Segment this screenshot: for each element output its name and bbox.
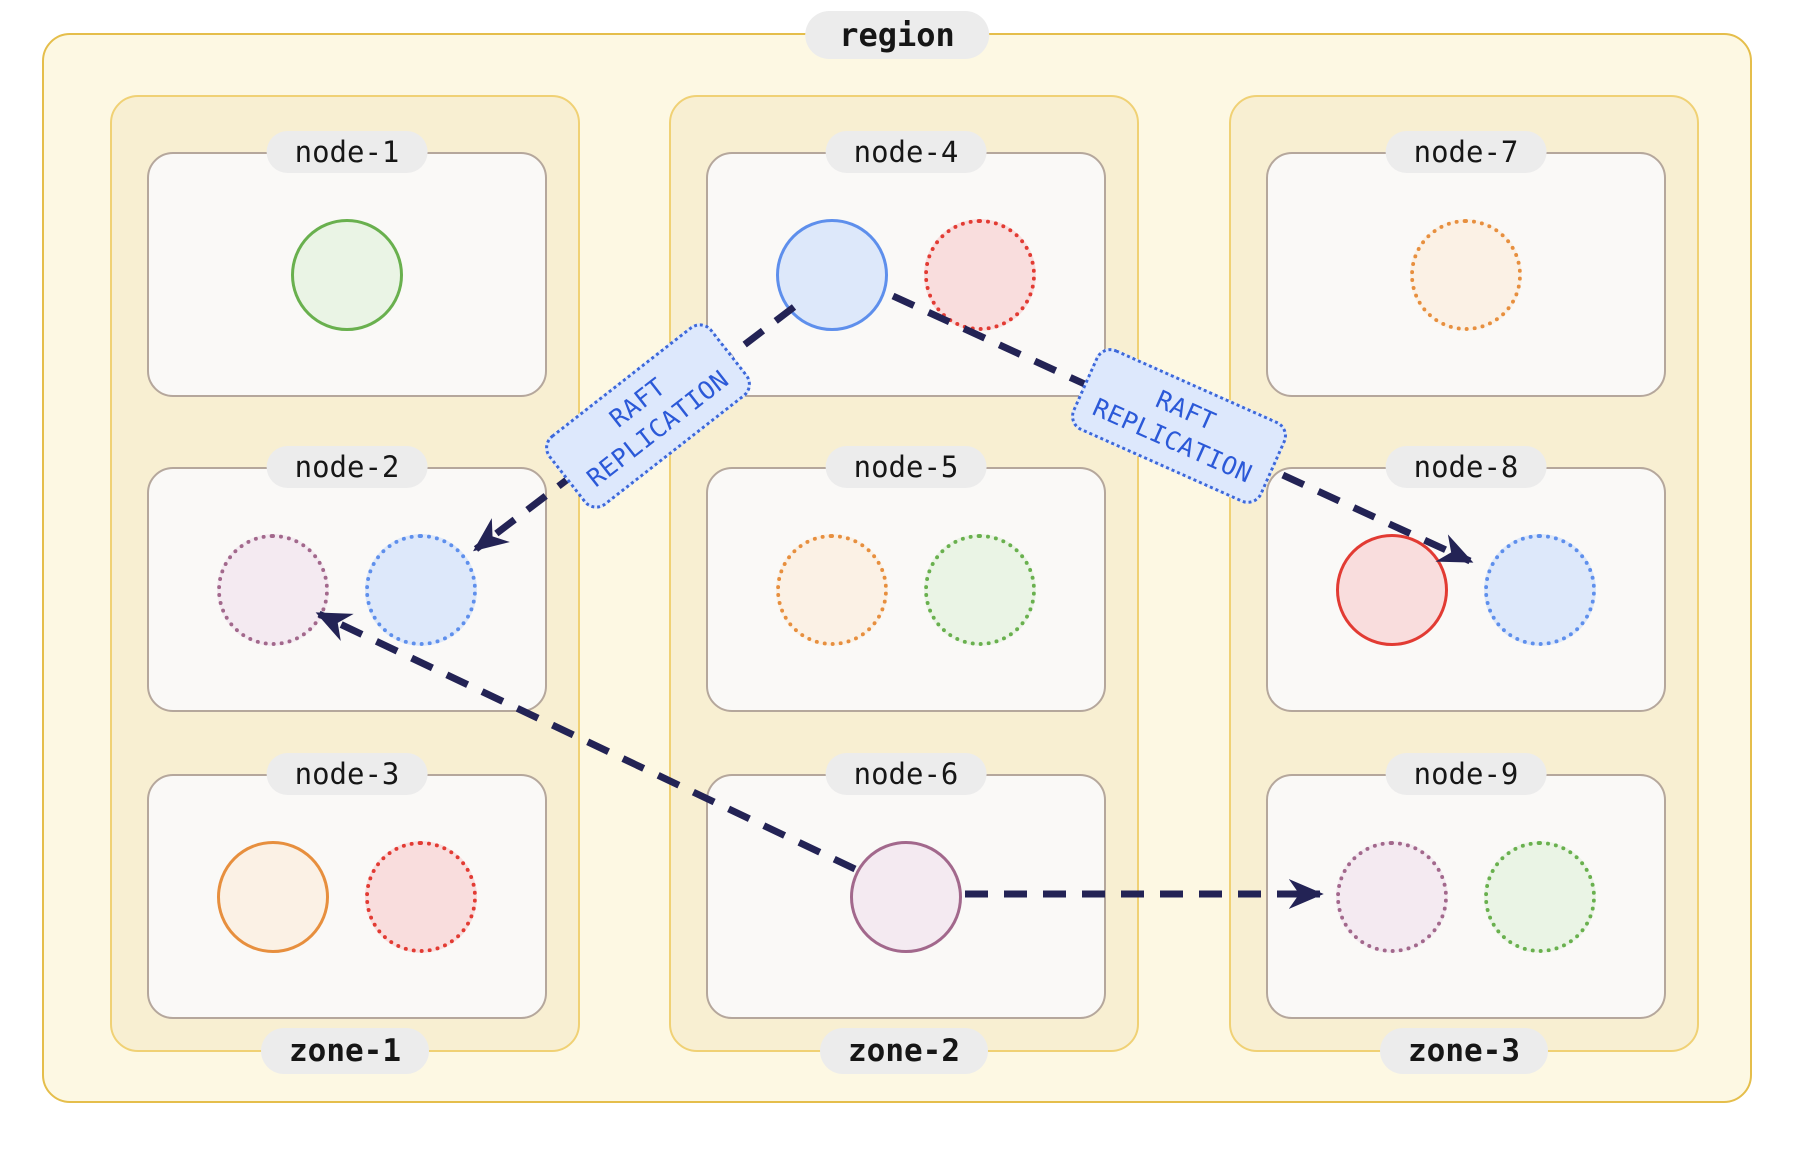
node-box-node-2: node-2 <box>147 446 547 712</box>
green-dotted-replica-circle <box>924 533 1036 646</box>
node-box-node-1: node-1 <box>147 131 547 397</box>
zone-label: zone-2 <box>820 1028 988 1074</box>
replica-row <box>708 776 1104 1017</box>
replica-row <box>1268 154 1664 395</box>
green-solid-replica-circle <box>291 218 403 331</box>
red-dotted-replica-circle <box>924 218 1036 331</box>
node-label: node-1 <box>266 131 428 173</box>
replica-row <box>149 776 545 1017</box>
blue-dotted-replica-circle <box>365 533 477 646</box>
zone-label: zone-1 <box>261 1028 429 1074</box>
zone-label: zone-3 <box>1380 1028 1548 1074</box>
node-label: node-5 <box>825 446 987 488</box>
green-dotted-replica-circle <box>1484 840 1596 953</box>
replica-row <box>1268 469 1664 710</box>
red-solid-replica-circle <box>1336 533 1448 646</box>
orange-dotted-replica-circle <box>776 533 888 646</box>
node-label: node-7 <box>1385 131 1547 173</box>
node-box-node-3: node-3 <box>147 753 547 1019</box>
node-label: node-6 <box>825 753 987 795</box>
purple-solid-replica-circle <box>850 840 962 953</box>
node-label: node-9 <box>1385 753 1547 795</box>
node-label: node-4 <box>825 131 987 173</box>
replica-row <box>149 469 545 710</box>
blue-dotted-replica-circle <box>1484 533 1596 646</box>
zone-box-zone-1: node-1 node-2 node-3 zone-1 <box>110 95 580 1074</box>
node-label: node-3 <box>266 753 428 795</box>
node-box-node-7: node-7 <box>1266 131 1666 397</box>
node-box-node-6: node-6 <box>706 753 1106 1019</box>
replica-row <box>149 154 545 395</box>
node-label: node-8 <box>1385 446 1547 488</box>
blue-solid-replica-circle <box>776 218 888 331</box>
purple-dotted-replica-circle <box>217 533 329 646</box>
region-label: region <box>805 11 989 59</box>
node-box-node-9: node-9 <box>1266 753 1666 1019</box>
node-box-node-8: node-8 <box>1266 446 1666 712</box>
red-dotted-replica-circle <box>365 840 477 953</box>
region-box: region node-1 node-2 node-3 zone-1 node-… <box>42 11 1752 1103</box>
orange-solid-replica-circle <box>217 840 329 953</box>
orange-dotted-replica-circle <box>1410 218 1522 331</box>
purple-dotted-replica-circle <box>1336 840 1448 953</box>
zone-box-zone-2: node-4 node-5 node-6 zone-2 <box>669 95 1139 1074</box>
node-label: node-2 <box>266 446 428 488</box>
replica-row <box>708 154 1104 395</box>
replica-row <box>1268 776 1664 1017</box>
node-box-node-5: node-5 <box>706 446 1106 712</box>
zone-box-zone-3: node-7 node-8 node-9 zone-3 <box>1229 95 1699 1074</box>
node-box-node-4: node-4 <box>706 131 1106 397</box>
replica-row <box>708 469 1104 710</box>
